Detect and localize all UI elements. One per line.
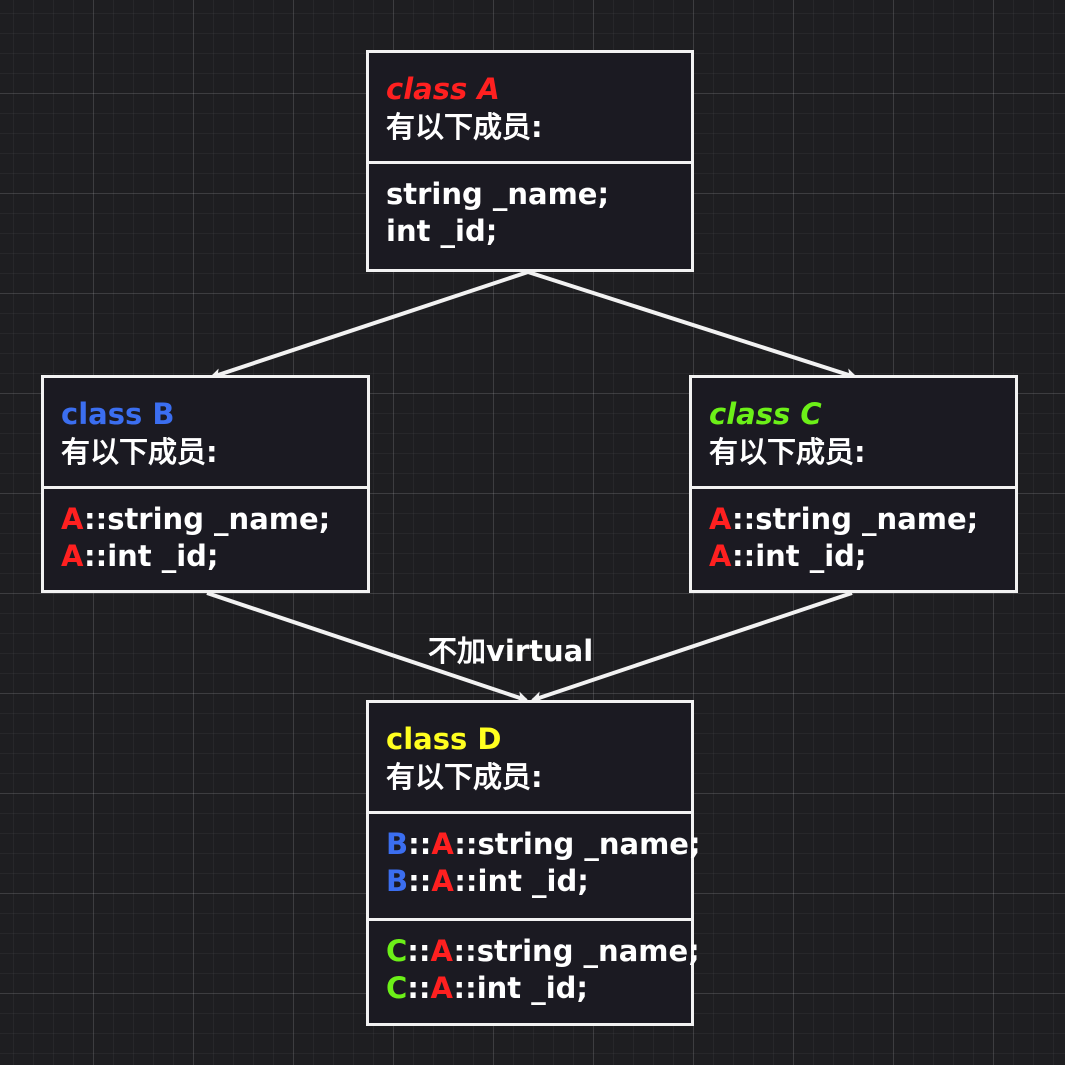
scope-a: A <box>61 539 84 573</box>
scope-separator: :: <box>408 827 432 861</box>
class-d-title: class D <box>386 722 502 756</box>
class-a-header: class A 有以下成员: <box>369 53 691 161</box>
scope-separator: :: <box>407 971 431 1005</box>
member-line: A::int _id; <box>709 538 1015 575</box>
class-b-members: A::string _name; A::int _id; <box>44 486 367 575</box>
member-decl: string _name; <box>476 934 700 968</box>
member-decl: int _id; <box>107 539 219 573</box>
member-line: B::A::string _name; <box>386 826 701 863</box>
class-b-title: class B <box>61 397 175 431</box>
class-c-header: class C 有以下成员: <box>692 378 1015 486</box>
class-c-title: class C <box>709 397 822 431</box>
scope-c: C <box>386 934 408 968</box>
scope-a: A <box>709 539 732 573</box>
class-d-header: class D 有以下成员: <box>369 703 691 811</box>
class-d-caption: 有以下成员: <box>386 760 543 794</box>
member-line: string _name; <box>386 177 610 211</box>
member-line: C::A::int _id; <box>386 970 691 1007</box>
scope-separator: :: <box>454 864 478 898</box>
scope-separator: :: <box>454 827 478 861</box>
member-line: C::A::string _name; <box>386 933 700 970</box>
scope-b: B <box>386 827 409 861</box>
scope-separator: :: <box>407 934 431 968</box>
member-line: B::A::int _id; <box>386 863 691 900</box>
arrow-a-to-b <box>209 270 529 380</box>
class-c-caption: 有以下成员: <box>709 435 866 469</box>
class-d-members-via-b: B::A::string _name; B::A::int _id; <box>369 811 701 918</box>
scope-a: A <box>431 827 455 861</box>
scope-a: A <box>61 502 84 536</box>
scope-a: A <box>431 864 455 898</box>
member-decl: int _id; <box>476 971 589 1005</box>
scope-a: A <box>430 971 454 1005</box>
scope-c: C <box>386 971 408 1005</box>
class-b-header: class B 有以下成员: <box>44 378 367 486</box>
arrow-a-to-c <box>527 270 858 380</box>
scope-b: B <box>386 864 409 898</box>
member-line: int _id; <box>386 214 498 248</box>
scope-separator: :: <box>731 539 756 573</box>
member-decl: string _name; <box>755 502 979 536</box>
scope-separator: :: <box>453 934 477 968</box>
class-a-title: class A <box>386 72 500 106</box>
class-d-members-via-c: C::A::string _name; C::A::int _id; <box>369 918 700 1025</box>
class-c-box: class C 有以下成员: A::string _name; A::int _… <box>689 375 1018 593</box>
class-a-box: class A 有以下成员: string _name; int _id; <box>366 50 694 272</box>
member-line: A::string _name; <box>61 501 367 538</box>
edge-label: 不加virtual <box>428 634 594 668</box>
scope-separator: :: <box>83 502 108 536</box>
scope-a: A <box>430 934 454 968</box>
scope-separator: :: <box>453 971 477 1005</box>
scope-separator: :: <box>408 864 432 898</box>
member-line: A::string _name; <box>709 501 1015 538</box>
class-b-caption: 有以下成员: <box>61 435 218 469</box>
member-decl: string _name; <box>477 827 701 861</box>
member-line: A::int _id; <box>61 538 367 575</box>
scope-separator: :: <box>731 502 756 536</box>
arrow-c-to-d <box>530 591 853 703</box>
class-d-box: class D 有以下成员: B::A::string _name; B::A:… <box>366 700 701 1026</box>
class-c-members: A::string _name; A::int _id; <box>692 486 1015 575</box>
class-a-caption: 有以下成员: <box>386 110 543 144</box>
member-decl: int _id; <box>477 864 589 898</box>
class-b-box: class B 有以下成员: A::string _name; A::int _… <box>41 375 370 593</box>
class-a-members: string _name; int _id; <box>369 161 691 250</box>
arrow-b-to-d <box>206 591 529 703</box>
member-decl: int _id; <box>755 539 867 573</box>
scope-separator: :: <box>83 539 108 573</box>
scope-a: A <box>709 502 732 536</box>
member-decl: string _name; <box>107 502 331 536</box>
